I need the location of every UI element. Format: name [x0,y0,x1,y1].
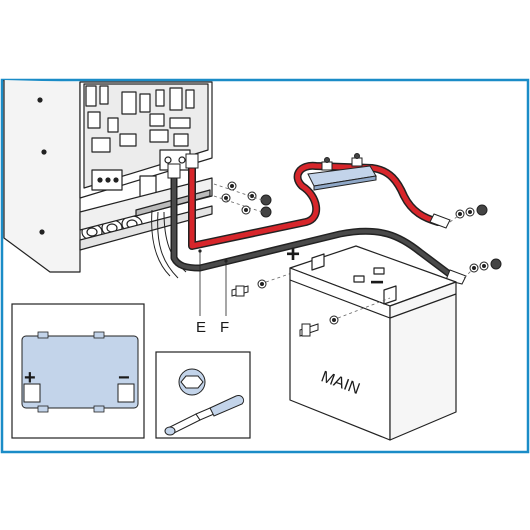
inset-minus-sign: − [118,367,130,389]
terminal-bolt-lower [299,315,339,337]
main-battery [289,245,457,441]
black-lug-washer-set [469,258,502,273]
terminal-bolt-upper [231,279,267,297]
fuse-holder [307,153,377,191]
cable-e-label: E [196,319,206,336]
battery-minus-sign: − [370,269,384,296]
unit-washer-set [221,181,272,218]
battery-top-view-inset [11,303,145,439]
cable-f-label: F [220,319,229,336]
red-lug-washer-set [455,204,488,219]
inset-plus-sign: + [24,367,36,389]
battery-plus-sign: + [286,241,300,268]
socket-tool-inset [155,351,251,439]
control-unit [3,80,213,273]
